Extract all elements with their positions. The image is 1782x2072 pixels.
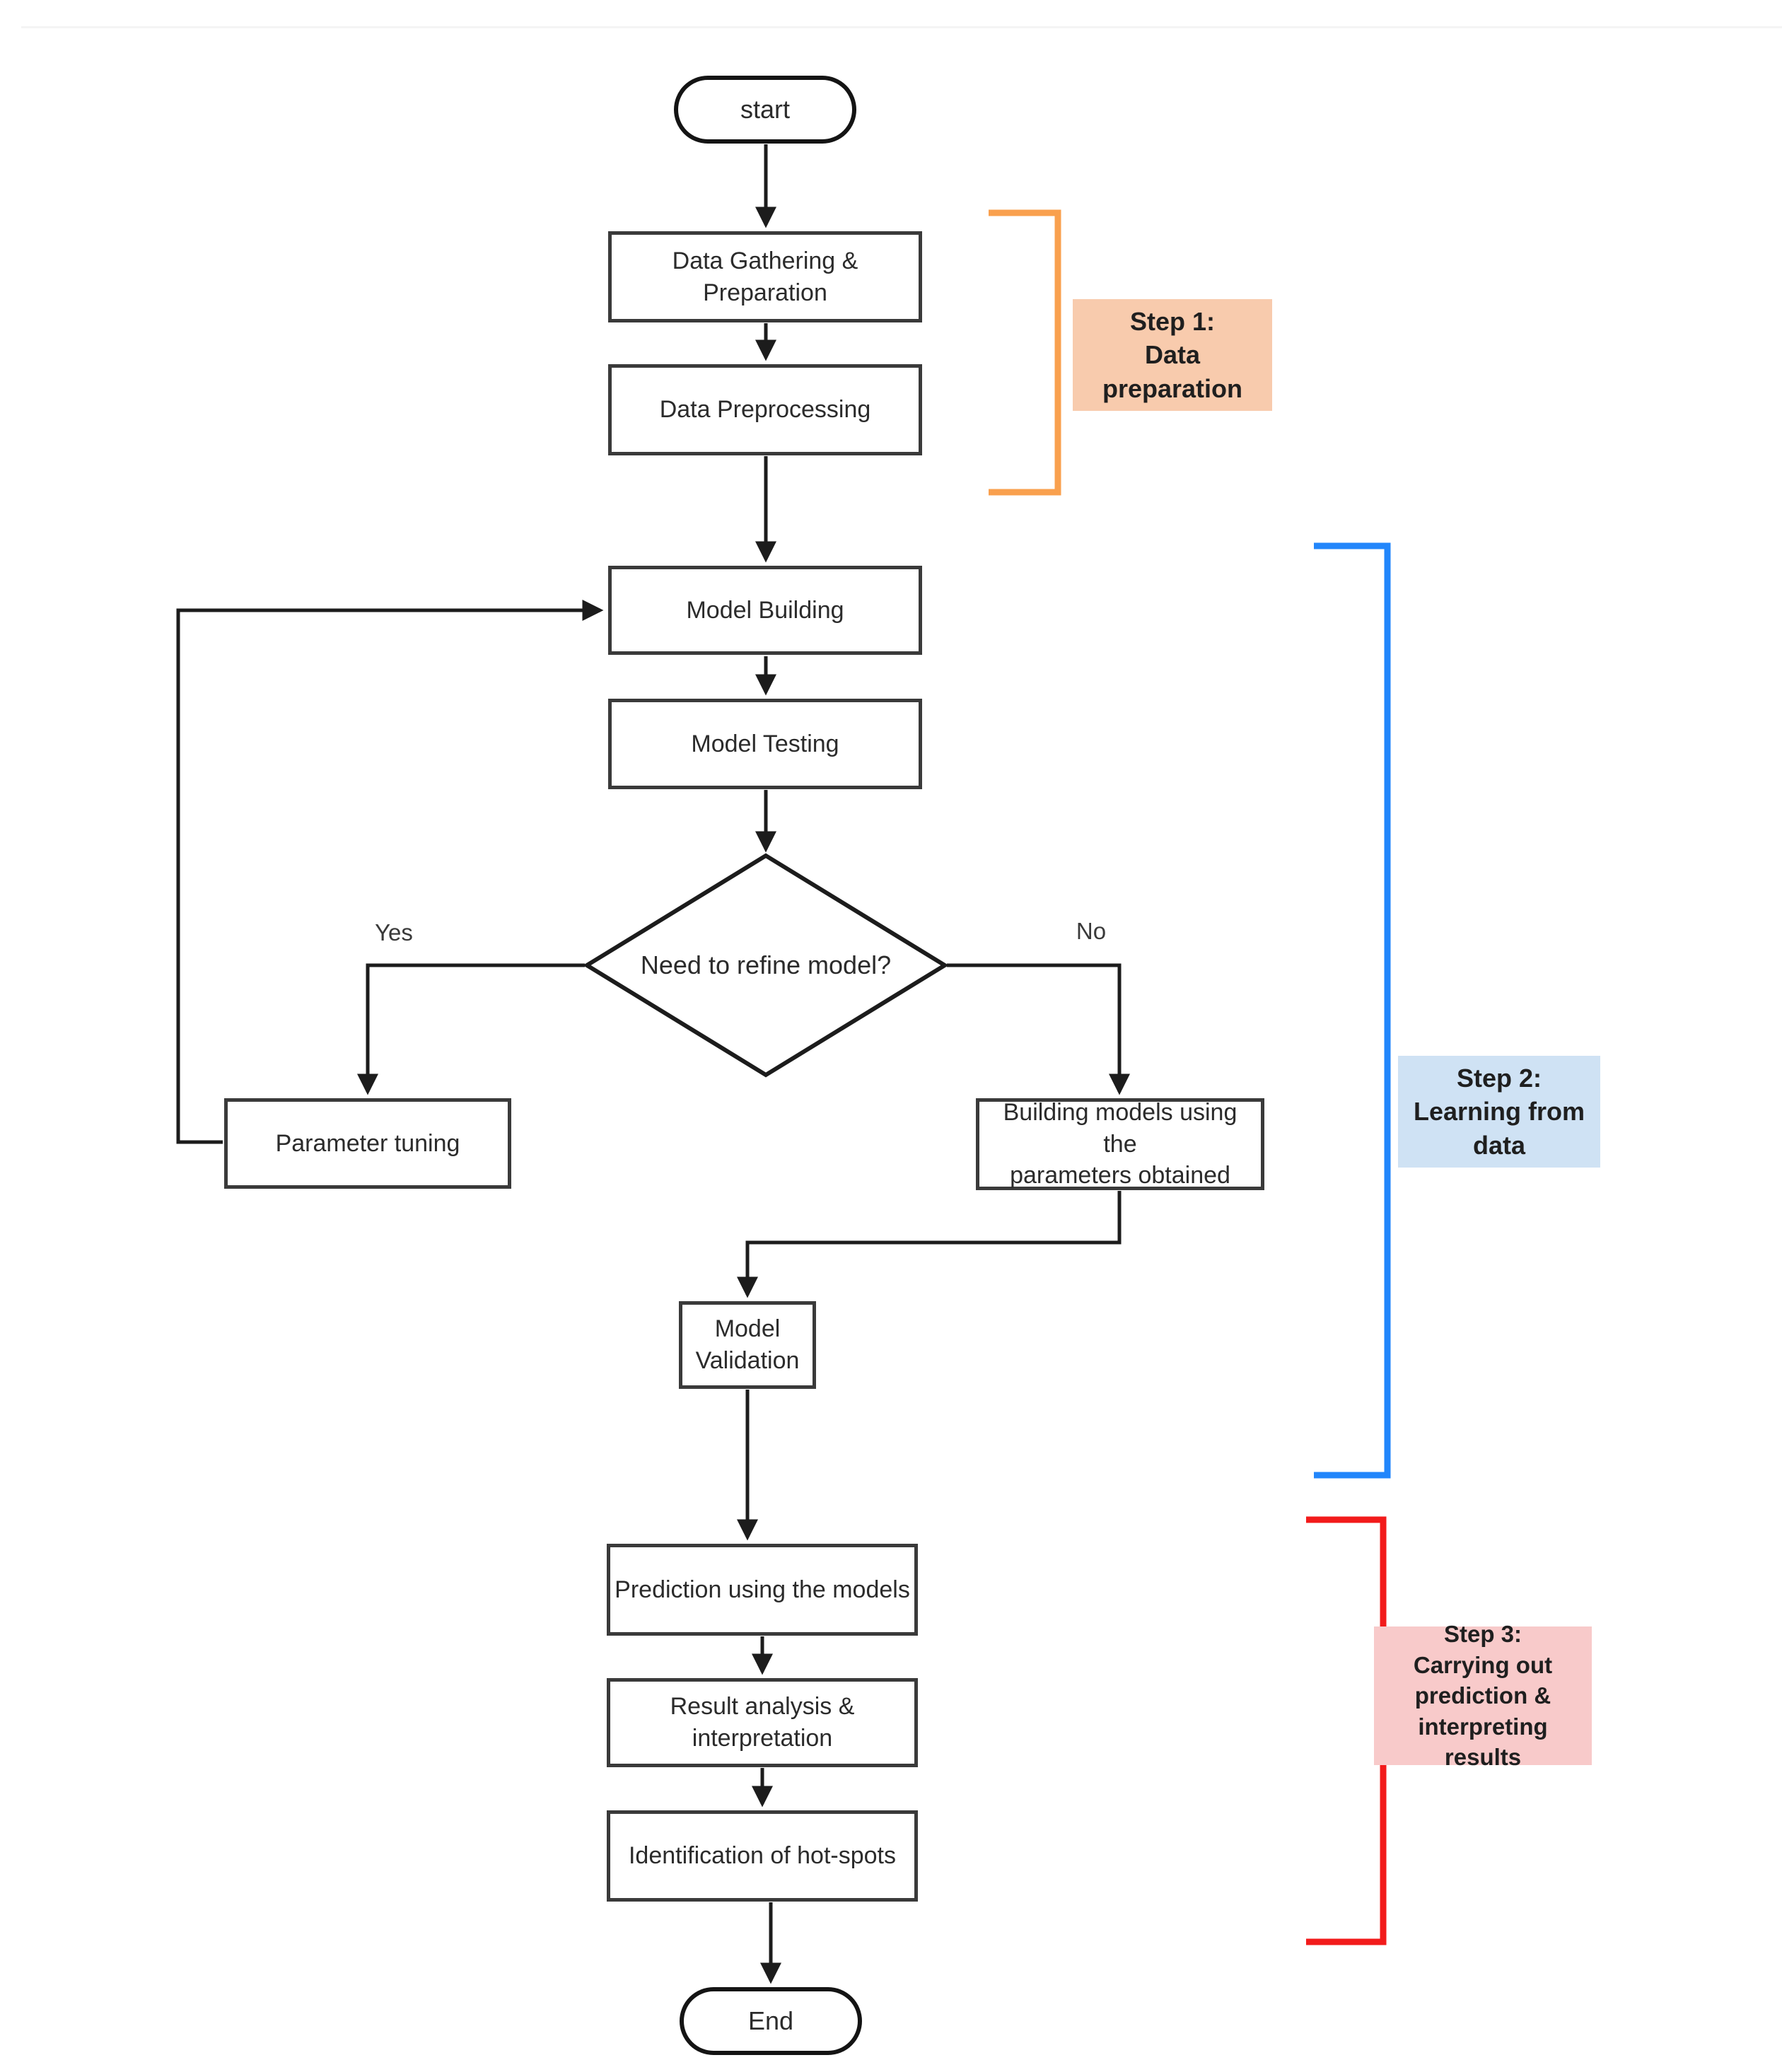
parameter-tuning-node: Parameter tuning: [224, 1098, 511, 1189]
model-validation-node: Model Validation: [679, 1301, 816, 1389]
result-analysis-node: Result analysis & interpretation: [607, 1678, 918, 1767]
edge-tuning-feedback-to-model-building: [176, 600, 604, 1144]
edge-decision-no: [947, 963, 1130, 1095]
prediction-node: Prediction using the models: [607, 1544, 918, 1636]
decision-diamond-shape: [583, 853, 949, 1078]
model-building-node: Model Building: [608, 566, 922, 655]
step1-label: Step 1: Data preparation: [1073, 299, 1272, 411]
model-testing-node: Model Testing: [608, 699, 922, 789]
decision-node-label: Need to refine model?: [640, 950, 892, 979]
edge-decision-yes: [357, 963, 585, 1095]
data-gathering-node: Data Gathering & Preparation: [608, 231, 922, 322]
step3-label: Step 3: Carrying out prediction & interp…: [1374, 1621, 1592, 1770]
yes-branch-label: Yes: [375, 919, 413, 945]
top-divider: [21, 26, 1782, 28]
end-node: End: [680, 1987, 862, 2055]
step1-bracket: [989, 209, 1061, 496]
data-preprocessing-node: Data Preprocessing: [608, 364, 922, 455]
no-branch-label: No: [1076, 918, 1107, 944]
edge-buildingmodels-to-validation: [737, 1191, 1122, 1298]
identification-node: Identification of hot-spots: [607, 1810, 918, 1902]
step3-bracket: [1306, 1516, 1387, 1945]
building-models-node: Building models using the parameters obt…: [976, 1098, 1264, 1190]
step2-bracket: [1314, 542, 1391, 1479]
start-node: start: [674, 76, 856, 144]
step2-label: Step 2: Learning from data: [1398, 1056, 1600, 1168]
